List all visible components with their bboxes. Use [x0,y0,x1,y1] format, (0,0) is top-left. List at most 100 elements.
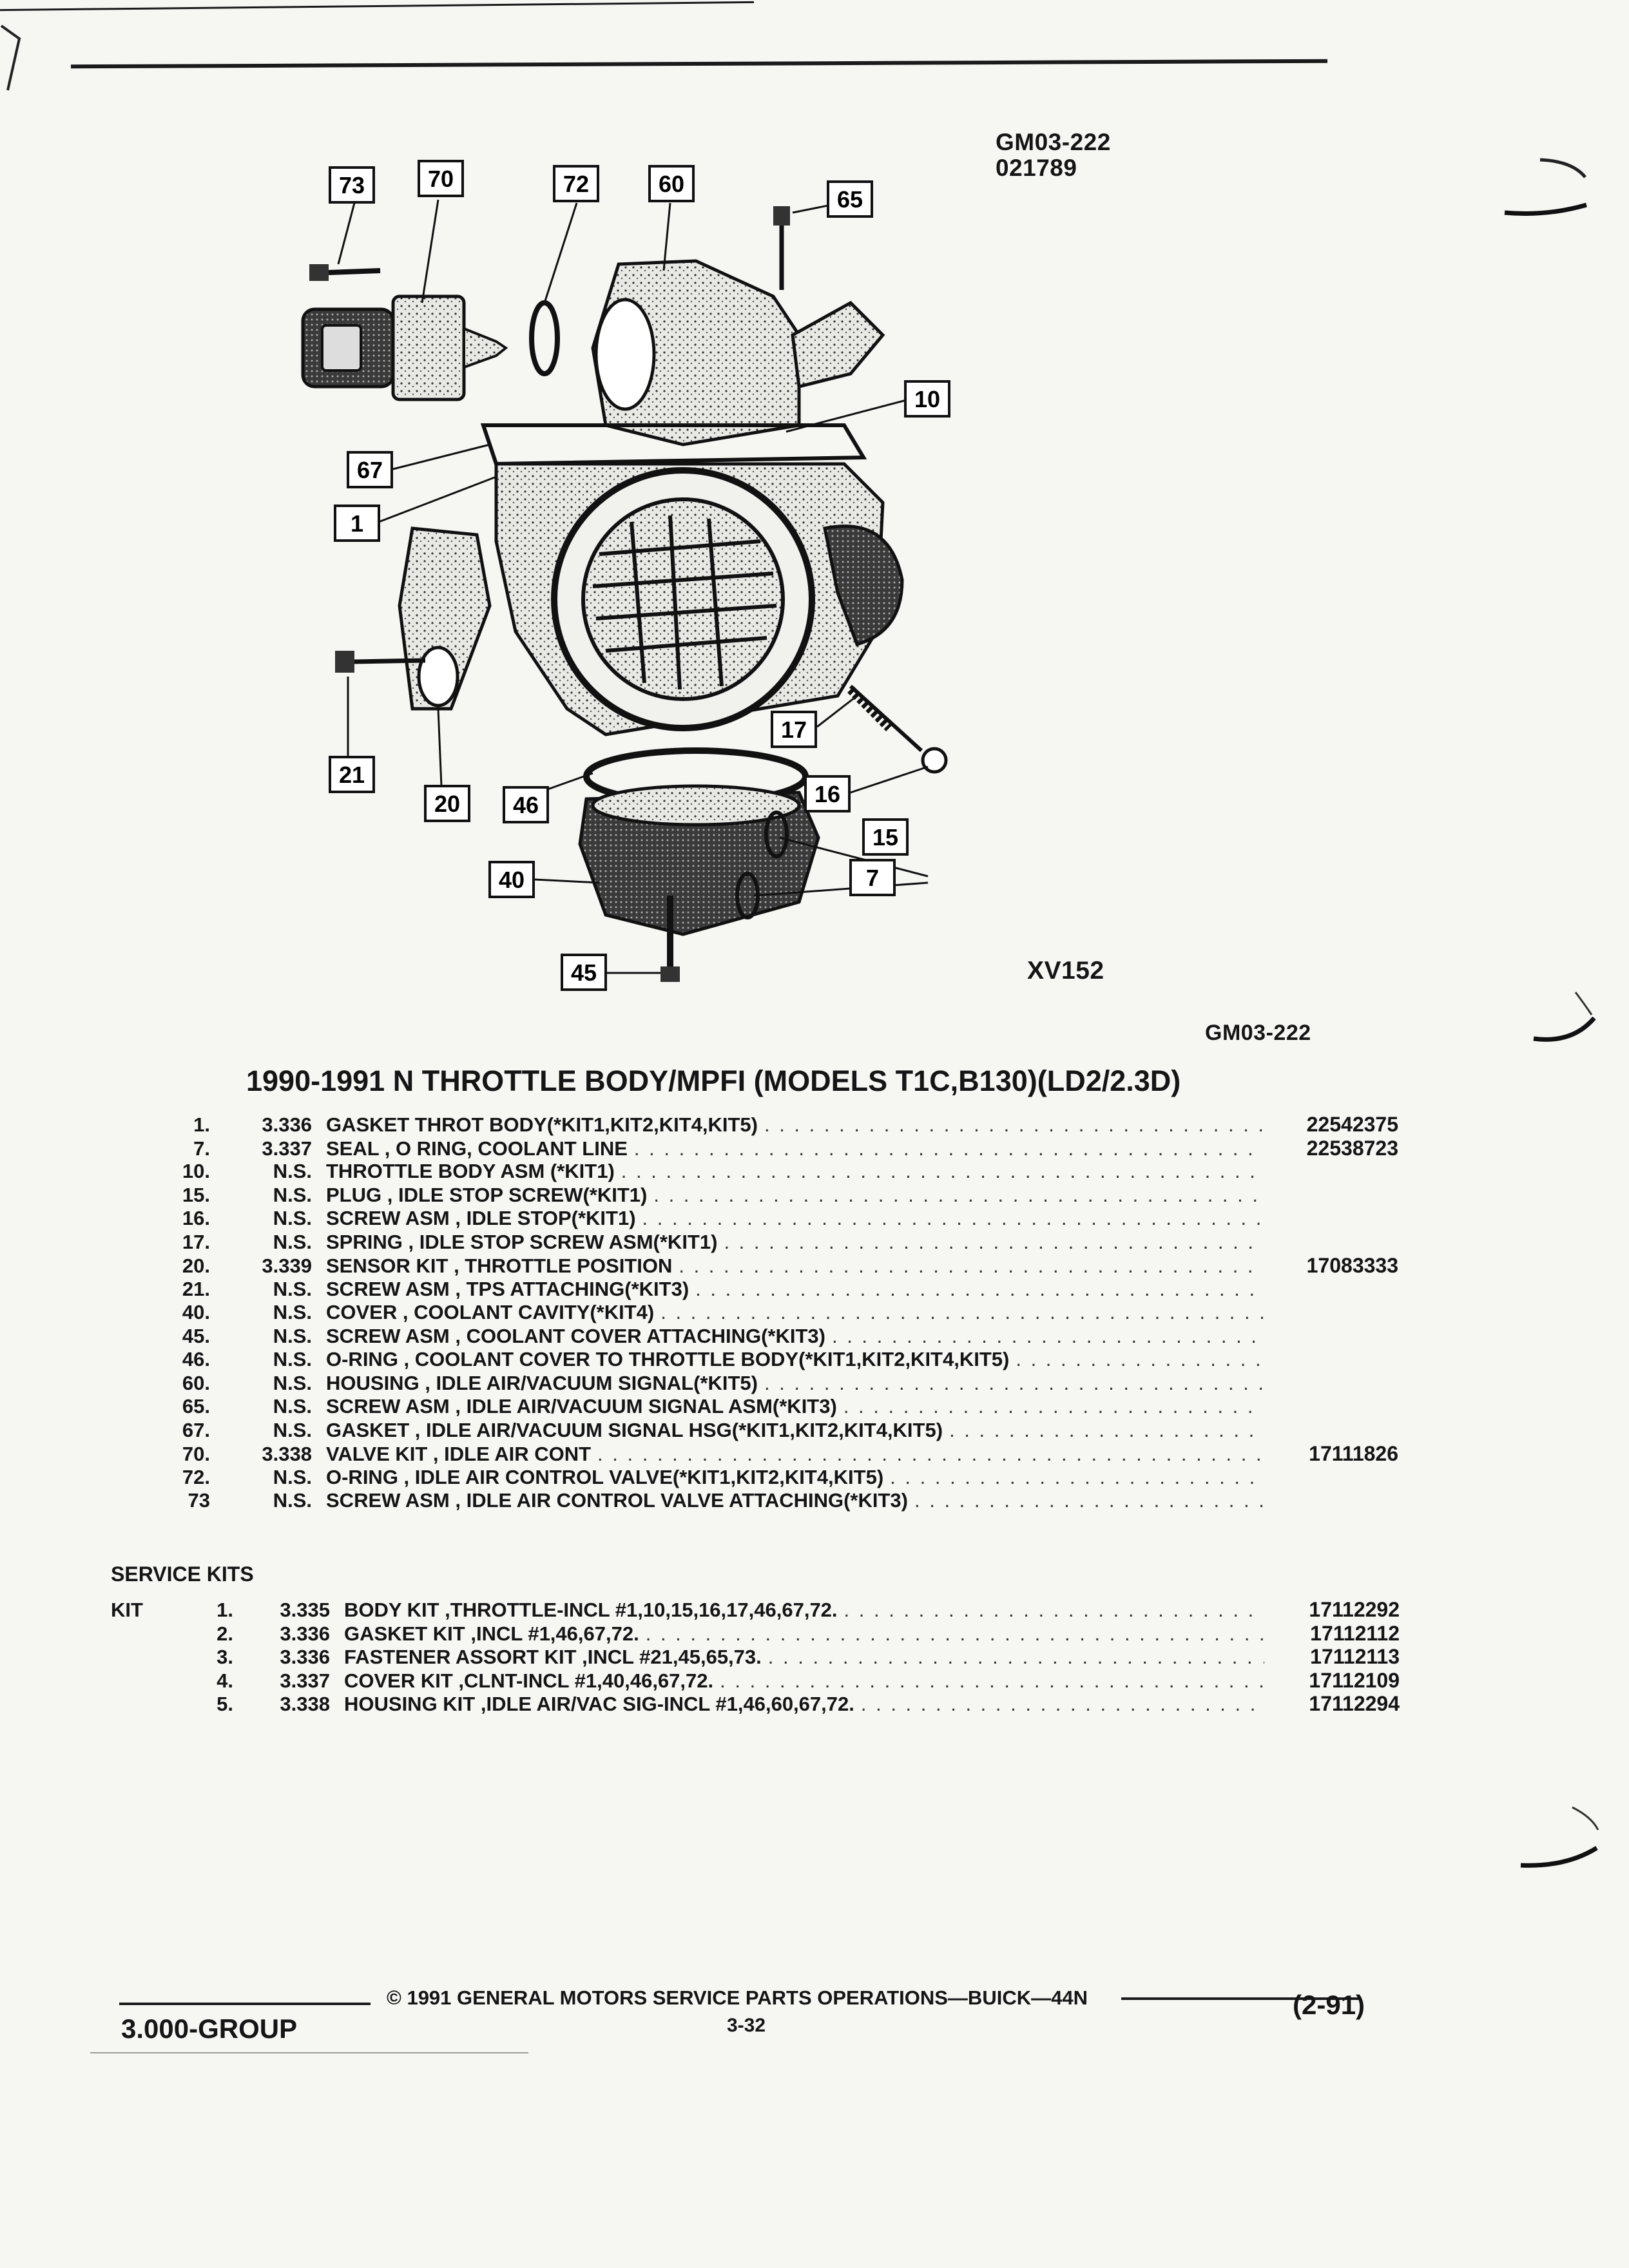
group-number: 3.336 [262,1113,312,1136]
svg-text:20: 20 [434,791,460,817]
svg-text:45: 45 [571,959,597,986]
leader-dots [660,1301,1263,1324]
ref-number: 46. [182,1348,210,1370]
svg-text:60: 60 [659,171,684,197]
callout-65: 65 [827,180,873,218]
kit-description: FASTENER ASSORT KIT ,INCL #21,45,65,73. [344,1646,762,1668]
group-number: 3.335 [280,1599,330,1621]
part-row: 16.N.S.SCREW ASM , IDLE STOP(*KIT1) [103,1207,1398,1231]
group-number: 3.337 [262,1137,312,1160]
throttle-body-exploded-diagram: 73 70 72 60 65 10 67 1 17 21 20 46 16 15… [301,160,950,991]
footer-faint-rule [90,2052,528,2053]
callout-45: 45 [561,954,607,991]
leader-dots [597,1443,1263,1466]
part-description: O-RING , IDLE AIR CONTROL VALVE(*KIT1,KI… [326,1465,884,1488]
service-kits-heading: SERVICE KITS [111,1562,254,1586]
idle-air-control-valve [301,294,508,401]
leader-lines [337,199,929,974]
section-title: 1990-1991 N THROTTLE BODY/MPFI (MODELS T… [246,1064,1181,1097]
part-row: 72.N.S.O-RING , IDLE AIR CONTROL VALVE(*… [103,1466,1398,1490]
svg-text:17: 17 [781,716,807,743]
part-number: 17111826 [1309,1442,1398,1465]
footer-rule-left [119,2003,371,2005]
part-number: 22542375 [1306,1113,1398,1136]
part-row: 21.N.S.SCREW ASM , TPS ATTACHING(*KIT3) [103,1278,1398,1302]
group-number: 3.337 [280,1669,330,1692]
gasket-67 [480,423,867,466]
ref-number: 20. [182,1254,210,1277]
figure-id: XV152 [1027,957,1104,985]
part-row: 65.N.S.SCREW ASM , IDLE AIR/VACUUM SIGNA… [103,1395,1398,1419]
part-row: 45.N.S.SCREW ASM , COOLANT COVER ATTACHI… [103,1325,1398,1349]
ref-number: 72. [182,1465,210,1488]
group-number: N.S. [273,1277,312,1300]
part-description: PLUG , IDLE STOP SCREW(*KIT1) [326,1183,648,1206]
svg-text:7: 7 [866,865,879,891]
part-description: HOUSING , IDLE AIR/VACUUM SIGNAL(*KIT5) [326,1371,758,1394]
ref-number: 70. [182,1443,210,1465]
part-row: 67.N.S.GASKET , IDLE AIR/VACUUM SIGNAL H… [103,1419,1398,1443]
callout-46: 46 [503,786,549,823]
part-description: SCREW ASM , IDLE AIR/VACUUM SIGNAL ASM(*… [326,1395,837,1418]
ref-number: 65. [182,1395,210,1418]
callout-15: 15 [862,818,909,856]
svg-text:67: 67 [357,457,383,483]
part-description: SCREW ASM , IDLE STOP(*KIT1) [326,1207,636,1229]
leader-dots [720,1669,1264,1693]
part-description: O-RING , COOLANT COVER TO THROTTLE BODY(… [326,1348,1010,1370]
part-description: SCREW ASM , IDLE AIR CONTROL VALVE ATTAC… [326,1489,908,1512]
svg-text:1: 1 [351,510,363,537]
revision-date: (2-91) [1293,1990,1365,2020]
svg-text:73: 73 [339,172,365,198]
callout-16: 16 [804,775,851,812]
callout-7: 7 [849,859,896,896]
part-row: 17.N.S.SPRING , IDLE STOP SCREW ASM(*KIT… [103,1231,1398,1254]
svg-text:16: 16 [815,781,840,807]
svg-text:15: 15 [872,824,898,850]
kit-number: 1. [217,1599,233,1621]
group-number: N.S. [273,1183,312,1206]
ref-number: 73 [188,1489,210,1512]
part-row: 40.N.S.COVER , COOLANT CAVITY(*KIT4) [103,1301,1398,1325]
part-number: 17083333 [1306,1254,1398,1277]
kit-description: GASKET KIT ,INCL #1,46,67,72. [344,1622,639,1645]
group-number: 3.336 [280,1622,330,1645]
group-number: N.S. [273,1160,312,1182]
coolant-cover [578,784,820,936]
part-description: SCREW ASM , TPS ATTACHING(*KIT3) [326,1277,689,1300]
part-description: SPRING , IDLE STOP SCREW ASM(*KIT1) [326,1230,718,1253]
group-number: N.S. [273,1324,312,1347]
svg-text:46: 46 [513,792,539,818]
footer-copyright: © 1991 GENERAL MOTORS SERVICE PARTS OPER… [387,1986,1088,2009]
ref-number: 10. [182,1160,210,1182]
group-number: 3.338 [280,1693,330,1715]
part-description: THROTTLE BODY ASM (*KIT1) [326,1160,615,1182]
group-number: 3.338 [262,1443,312,1465]
ref-number: 7. [193,1137,210,1160]
leader-dots [634,1137,1263,1160]
callout-17: 17 [771,711,817,748]
leader-dots [695,1278,1263,1301]
idle-air-housing [591,259,885,447]
idle-stop-screw-spring [847,684,948,774]
callout-73: 73 [329,166,375,204]
kit-number: 4. [217,1669,233,1692]
callout-21: 21 [329,756,375,793]
leader-dots [949,1419,1263,1442]
callout-72: 72 [553,165,599,202]
group-label: 3.000-GROUP [121,2013,298,2044]
leader-dots [679,1254,1263,1278]
leader-dots [724,1231,1263,1254]
leader-dots [832,1325,1263,1348]
ref-number: 17. [182,1230,210,1253]
part-number: 17112292 [1309,1598,1400,1621]
ref-number: 15. [182,1183,210,1206]
group-number: N.S. [273,1348,312,1370]
